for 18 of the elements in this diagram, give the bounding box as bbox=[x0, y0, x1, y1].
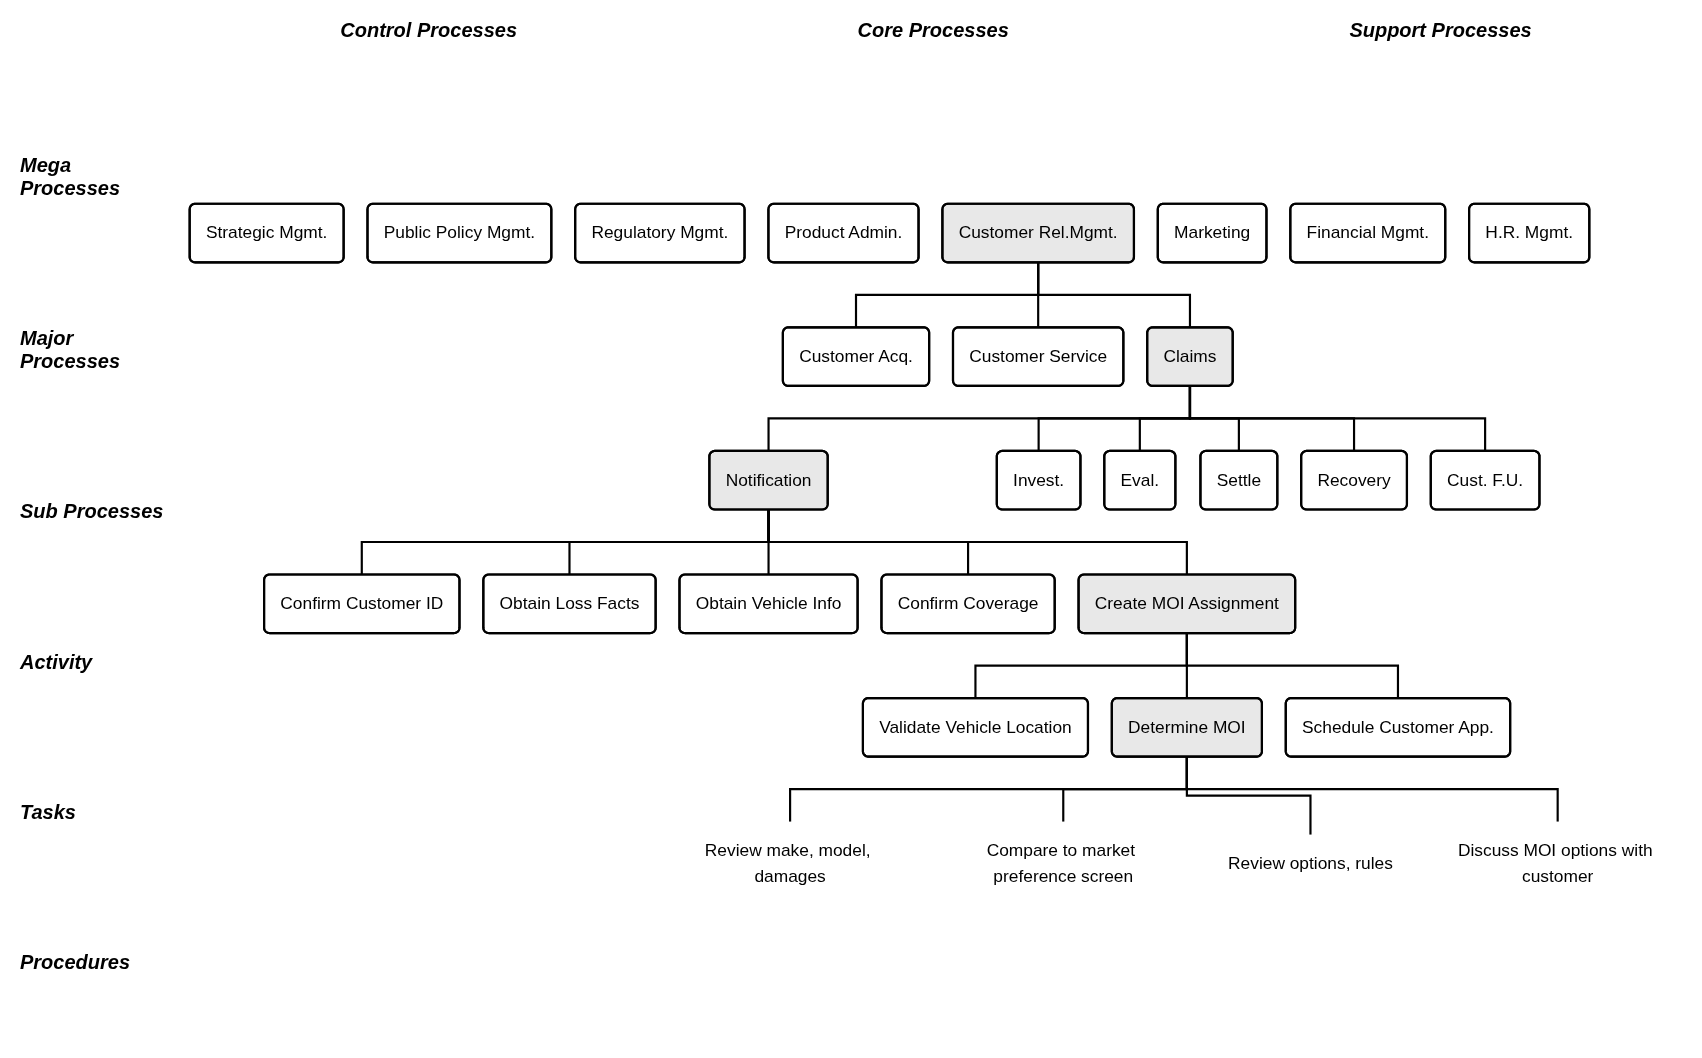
connector bbox=[1037, 262, 1192, 328]
level-label: Major Processes bbox=[20, 327, 122, 373]
level-label: Activity bbox=[20, 650, 94, 674]
connector bbox=[767, 509, 1188, 575]
connector bbox=[1185, 633, 1400, 699]
node-text: Review options, rules bbox=[1228, 854, 1393, 873]
connector bbox=[1185, 756, 1559, 822]
node-text: Compare to market preference screen bbox=[986, 841, 1136, 886]
level-label: Tasks bbox=[20, 800, 77, 824]
group-heading: Support Processes bbox=[1349, 18, 1532, 42]
node-text: Discuss MOI options with customer bbox=[1457, 841, 1653, 886]
level-label: Mega Processes bbox=[20, 153, 122, 200]
level-label: Procedures bbox=[20, 951, 132, 975]
group-heading: Control Processes bbox=[340, 18, 517, 42]
group-heading: Core Processes bbox=[857, 18, 1009, 42]
node-text: Review make, model, damages bbox=[704, 841, 871, 886]
level-label: Sub Processes bbox=[20, 500, 165, 524]
connector bbox=[1188, 385, 1487, 451]
